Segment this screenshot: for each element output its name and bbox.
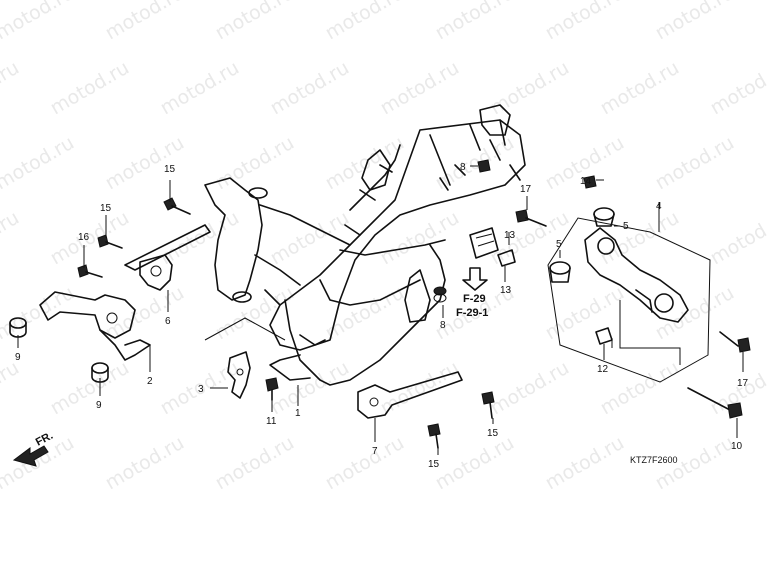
watermark-text: motod.ru xyxy=(102,132,188,195)
watermark-text: motod.ru xyxy=(212,132,298,195)
callout: 13 xyxy=(500,285,512,296)
watermark-text: motod.ru xyxy=(267,207,353,270)
callout: 10 xyxy=(731,441,743,452)
watermark-text: motod.ru xyxy=(102,282,188,345)
watermark-text: motod.ru xyxy=(707,207,768,270)
watermark-text: motod.ru xyxy=(47,57,133,120)
callout: 5 xyxy=(556,239,562,250)
cable-clip-13b xyxy=(497,249,516,267)
watermark-text: motod.ru xyxy=(542,282,628,345)
callout: 4 xyxy=(656,201,662,212)
watermark-text: motod.ru xyxy=(542,432,628,495)
reference-f29-1: F-29-1 xyxy=(456,307,488,319)
watermark-text: motod.ru xyxy=(322,132,408,195)
bolt-11 xyxy=(265,377,279,401)
callout: 1 xyxy=(295,408,301,419)
watermark-text: motod.ru xyxy=(102,0,188,44)
callout: 11 xyxy=(266,416,277,427)
callout: 13 xyxy=(504,230,516,241)
callout: 2 xyxy=(147,376,153,387)
watermark-text: motod.ru xyxy=(707,57,768,120)
hanger-link-assembly xyxy=(547,217,711,383)
watermark-text: motod.ru xyxy=(47,357,133,420)
watermark-text: motod.ru xyxy=(47,207,133,270)
callout: 7 xyxy=(372,446,378,457)
watermark-text: motod.ru xyxy=(212,282,298,345)
bolt-17-right xyxy=(719,331,751,353)
bolt-14 xyxy=(583,175,597,189)
nut-8-mid xyxy=(433,286,447,303)
watermark-text: motod.ru xyxy=(542,0,628,44)
callout: 8 xyxy=(440,320,446,331)
watermark-layer: motod.ru motod.ru motod.ru motod.ru motod.ru… xyxy=(0,0,768,494)
callout: 8 xyxy=(460,162,466,173)
callout: 15 xyxy=(100,203,112,214)
callout: 12 xyxy=(597,364,609,375)
callout: 15 xyxy=(164,164,176,175)
bracket-assembly xyxy=(39,291,151,361)
watermark-text: motod.ru xyxy=(267,357,353,420)
bolt-15-left xyxy=(163,197,191,215)
watermark-text: motod.ru xyxy=(322,0,408,44)
watermark-text: motod.ru xyxy=(432,432,518,495)
watermark-text: motod.ru xyxy=(322,432,408,495)
bolt-16 xyxy=(77,264,103,278)
callout: 16 xyxy=(78,232,90,243)
watermark-text: motod.ru xyxy=(322,282,408,345)
bracket-7 xyxy=(357,371,463,419)
bolt-10 xyxy=(687,387,743,419)
callout: 14 xyxy=(580,176,592,187)
watermark-text: motod.ru xyxy=(652,132,738,195)
watermark-text: motod.ru xyxy=(597,357,683,420)
callout: 3 xyxy=(198,384,204,395)
bolt-15-bottom xyxy=(427,423,441,449)
nut-8-top xyxy=(477,159,491,173)
watermark-text: motod.ru xyxy=(0,207,23,270)
callout: 9 xyxy=(96,400,102,411)
watermark-text: motod.ru xyxy=(212,0,298,44)
diagram-code: KTZ7F2600 xyxy=(630,455,678,465)
engine-hanger-bracket xyxy=(124,224,211,291)
watermark-text: motod.ru xyxy=(0,57,23,120)
watermark-text: motod.ru xyxy=(377,57,463,120)
watermark-text: motod.ru xyxy=(487,357,573,420)
cable-clip-13a xyxy=(469,227,499,259)
main-frame xyxy=(204,104,526,386)
watermark-text: motod.ru xyxy=(157,57,243,120)
callout: 17 xyxy=(737,378,749,389)
callout: 9 xyxy=(15,352,21,363)
watermark-text: motod.ru xyxy=(597,57,683,120)
bolt-17-top xyxy=(515,209,547,227)
callout-labels: 1 2 3 4 5 5 6 7 8 8 9 9 10 11 12 13 13 1… xyxy=(15,162,749,470)
watermark-text: motod.ru xyxy=(212,432,298,495)
callout: 15 xyxy=(428,459,440,470)
watermark-text: motod.ru xyxy=(432,0,518,44)
reference-arrow xyxy=(462,267,488,291)
watermark-text: motod.ru xyxy=(267,57,353,120)
link-lines xyxy=(611,300,681,365)
watermark-text: motod.ru xyxy=(0,357,23,420)
rubber-stopper-5a xyxy=(593,207,615,227)
watermark-text: motod.ru xyxy=(652,0,738,44)
leader-lines xyxy=(17,165,744,455)
rubber-stopper-5b xyxy=(549,261,571,283)
bolt-15-center xyxy=(481,391,495,419)
watermark-text: motod.ru xyxy=(0,0,78,44)
watermark-text: motod.ru xyxy=(487,57,573,120)
watermark-text: motod.ru xyxy=(377,207,463,270)
callout: 17 xyxy=(520,184,532,195)
callout: 5 xyxy=(623,221,629,232)
callout: 6 xyxy=(165,316,171,327)
callout: 15 xyxy=(487,428,499,439)
bracket-3 xyxy=(227,351,251,399)
watermark-text: motod.ru xyxy=(0,132,78,195)
nut-12 xyxy=(595,327,613,345)
watermark-text: motod.ru xyxy=(102,432,188,495)
reference-f29: F-29 xyxy=(463,293,486,305)
